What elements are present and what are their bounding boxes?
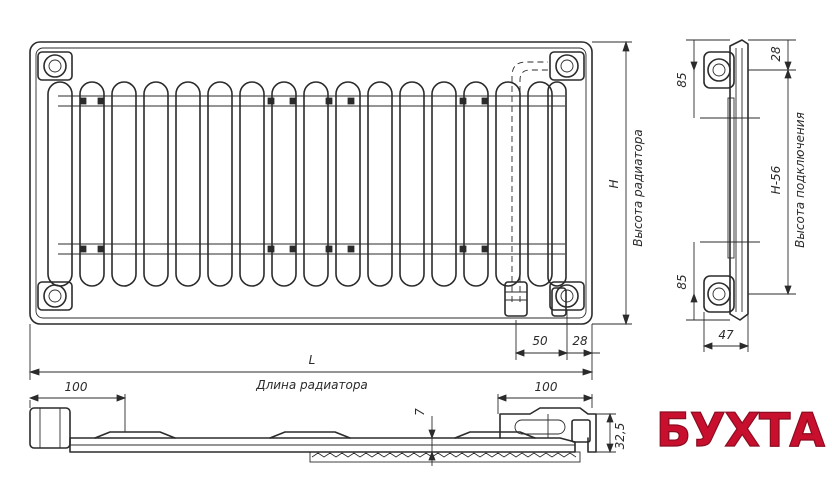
internal-pipe (511, 61, 548, 302)
top-right-offset-label: 100 (535, 380, 558, 394)
panel-outline (29, 41, 593, 325)
top-gap-label: 7 (413, 408, 427, 416)
top-depth-label: 32,5 (613, 423, 627, 450)
plug-bottom-left (37, 281, 73, 311)
length-label: L (309, 353, 316, 367)
connection-edge-label: 28 (572, 334, 588, 348)
height-caption: Высота радиатора (631, 129, 645, 247)
connection-height-label: H-56 (769, 165, 783, 194)
length-caption: Длина радиатора (255, 378, 368, 392)
upper-port (703, 51, 735, 89)
lower-port-label: 85 (675, 274, 689, 289)
height-label: H (607, 179, 621, 188)
plug-top-right (549, 51, 585, 81)
top-view: 100 100 7 32,5 (28, 380, 627, 466)
buhta-logo: БУХТА (655, 402, 827, 457)
top-channel-strip (309, 451, 581, 463)
connection-offset-label: 50 (532, 334, 548, 348)
upper-port-label: 85 (675, 72, 689, 87)
collector-spacers (79, 97, 489, 253)
bottom-connection (504, 281, 567, 317)
top-panel-body (69, 437, 576, 453)
side-depth-label: 47 (718, 328, 734, 342)
panel-inner-outline (35, 47, 587, 319)
side-view: 85 85 28 H-56 Высота подключения 47 (675, 39, 807, 352)
plug-top-left (37, 51, 73, 81)
top-right-bracket (499, 407, 597, 453)
top-offset-label: 28 (769, 46, 783, 62)
front-view: H Высота радиатора 50 28 L Длина радиато… (28, 40, 645, 392)
panel-channels (47, 81, 567, 287)
top-left-connector (29, 407, 71, 449)
top-left-offset-label: 100 (65, 380, 88, 394)
connection-height-caption: Высота подключения (793, 112, 807, 248)
logo-text: БУХТА (656, 403, 825, 457)
lower-port (703, 275, 735, 313)
